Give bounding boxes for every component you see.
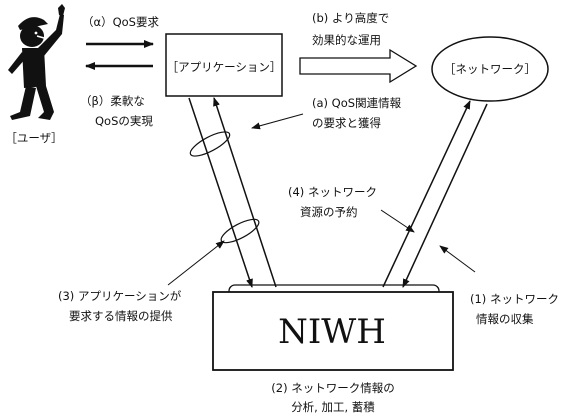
ring-3 xyxy=(220,218,260,244)
label-b-line1: (b) より高度で xyxy=(312,11,389,25)
network-ellipse xyxy=(431,36,549,102)
label-b-line2: 効果的な運用 xyxy=(312,33,381,47)
application-niwh-arrows xyxy=(188,97,277,288)
label-4-line1: (4) ネットワーク xyxy=(288,185,377,199)
user-label: ［ユーザ］ xyxy=(5,131,62,145)
network-label: ［ネットワーク］ xyxy=(444,62,536,76)
application-box xyxy=(165,33,283,97)
pointer-4 xyxy=(380,209,415,233)
label-2-line1: (2) ネットワーク情報の xyxy=(271,381,394,395)
label-beta-line1: （β）柔軟な xyxy=(80,94,145,108)
label-a-line1: (a) QoS関連情報 xyxy=(312,96,402,110)
user-application-arrows xyxy=(85,40,154,70)
label-3-line2: 要求する情報の提供 xyxy=(69,309,173,323)
hollow-arrow-b xyxy=(299,48,418,84)
user-figure-icon xyxy=(8,4,65,120)
ring-a xyxy=(189,131,231,157)
label-1-line2: 情報の収集 xyxy=(476,312,534,326)
label-alpha: （α）QoS要求 xyxy=(82,15,159,29)
niwh-network-arrows xyxy=(382,100,488,288)
pointer-1 xyxy=(439,245,476,273)
niwh-box xyxy=(212,291,454,371)
label-4-line2: 資源の予約 xyxy=(300,205,358,219)
application-label: ［アプリケーション］ xyxy=(167,60,282,74)
label-2-line2: 分析, 加工, 蓄積 xyxy=(291,400,375,414)
niwh-label: NIWH xyxy=(278,312,386,352)
label-beta-line2: QoSの実現 xyxy=(95,114,153,128)
pointer-a xyxy=(251,113,304,130)
label-a-line2: の要求と獲得 xyxy=(312,116,381,130)
label-1-line1: (1) ネットワーク xyxy=(470,292,559,306)
pointer-3 xyxy=(167,240,225,286)
label-3-line1: (3) アプリケーションが xyxy=(58,289,182,303)
